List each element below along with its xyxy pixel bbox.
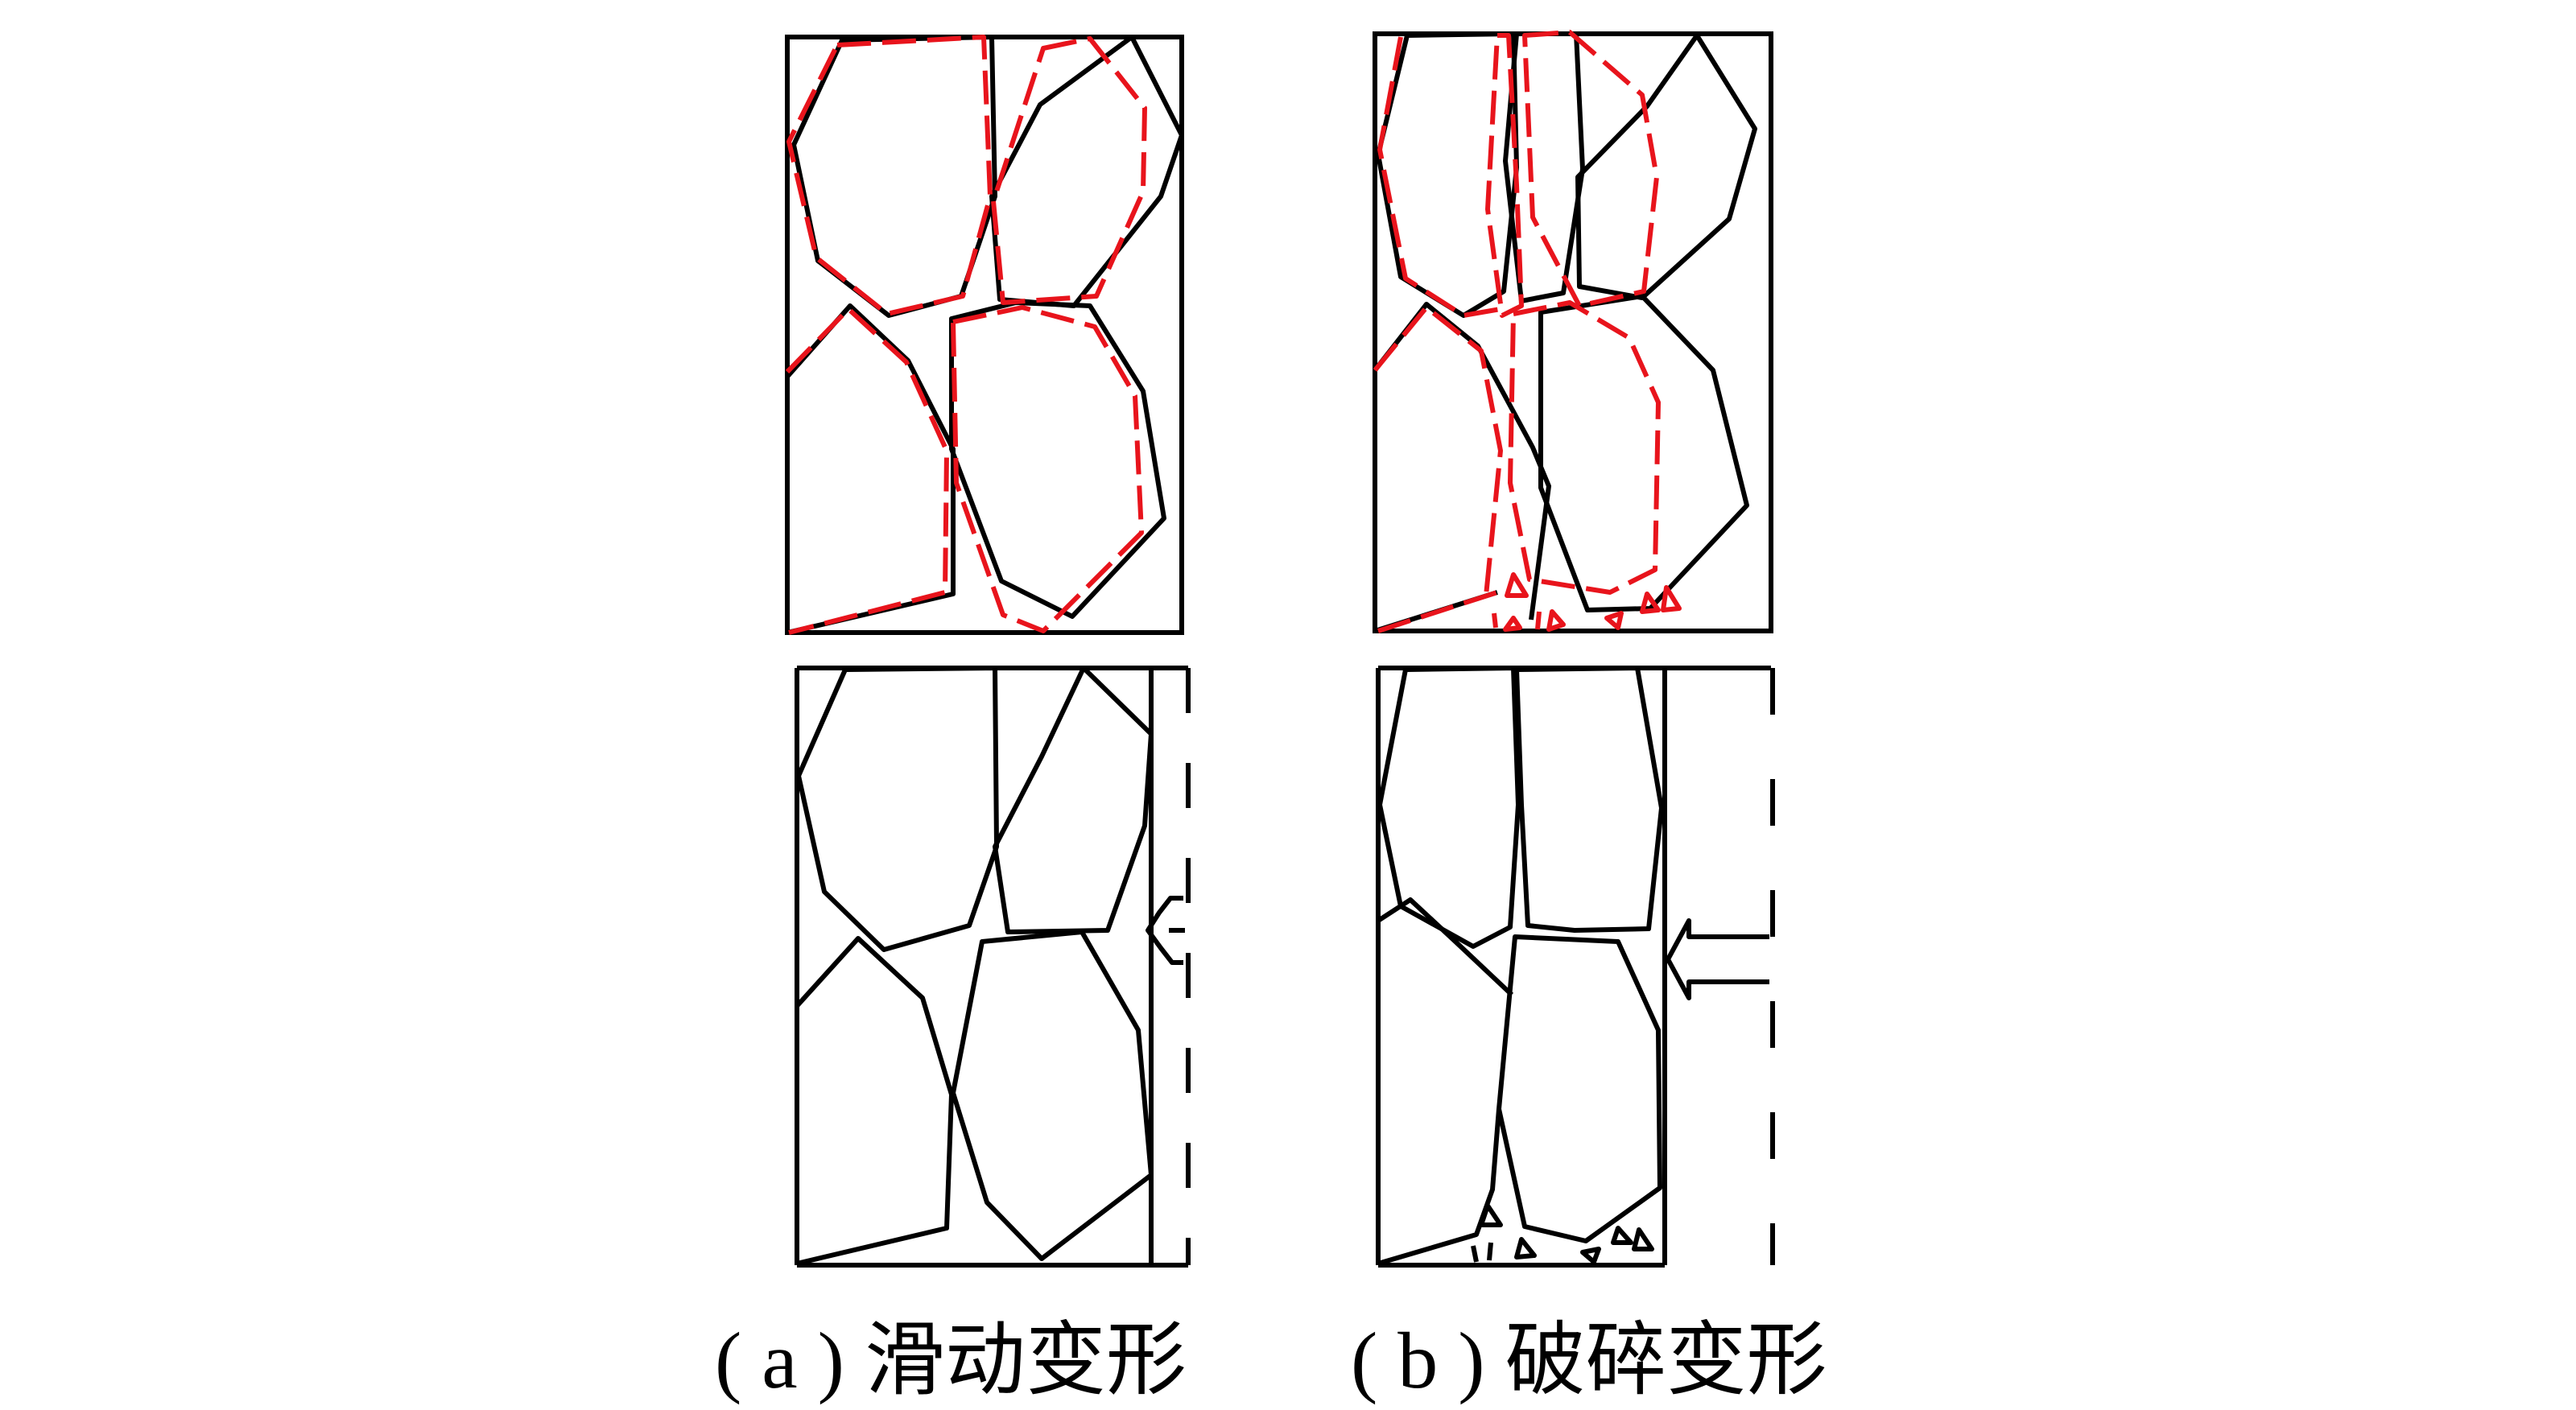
panel-b-top [1373,30,1773,633]
overlay-grain-edge [1377,590,1498,633]
grain [1538,294,1749,612]
grain-edge [795,936,954,1266]
fragments [1471,1203,1654,1264]
overlay-grain [991,36,1147,305]
grain-edge [785,303,956,635]
overlay-grain-edge [1373,305,1503,596]
grain [796,666,999,952]
push-arrow-icon [1146,896,1185,965]
overlay-grain [1485,33,1524,318]
grain [791,35,997,318]
grain-edge [1373,302,1551,620]
grain [1377,666,1521,949]
grain [1496,934,1662,1243]
grain [1503,31,1585,303]
overlay-fragments [1492,572,1682,632]
panel-a-top [785,35,1184,635]
overlay-grain [951,305,1144,633]
panel-a-top-grains [785,35,1184,635]
grain [951,930,1154,1261]
panel-b-bottom [1376,666,1775,1268]
panel-a-caption: ( a ) 滑动变形 [715,1316,1187,1405]
panel-a-top-overlay [785,35,1147,635]
grain-edge [1377,897,1514,997]
grain [993,666,1154,934]
panel-b-top-overlay [1373,30,1682,633]
grain [1575,33,1757,300]
panel-a-bottom [795,666,1191,1268]
overlay-grain-edge [785,307,949,635]
panel-b-caption: ( b ) 破碎变形 [1351,1316,1827,1405]
overlay-grain-edge [1377,36,1501,318]
grain-edge [1377,1108,1501,1266]
overlay-grain [786,35,993,316]
grain [949,300,1166,619]
push-arrow-icon [1666,918,1769,1000]
panel-b-top-grains [1373,31,1757,633]
grain [989,35,1184,308]
overlay-grain [1508,300,1661,595]
panel-a-top-frame [785,35,1184,635]
overlay-grain [1522,30,1659,308]
grain [1514,666,1664,933]
